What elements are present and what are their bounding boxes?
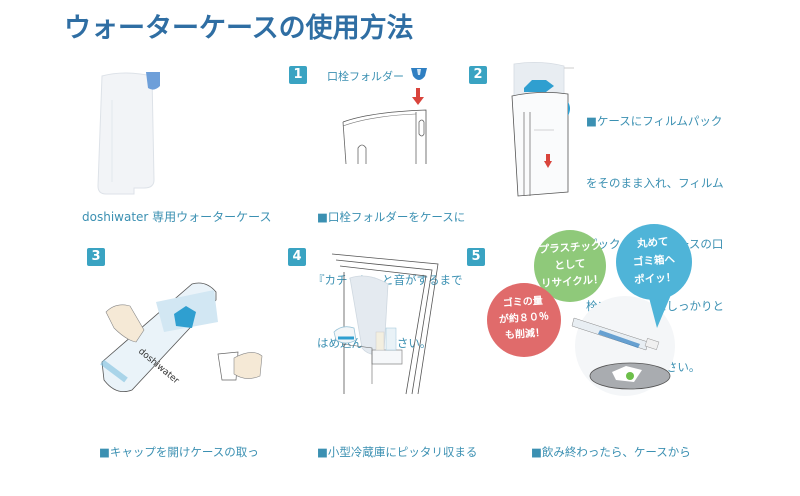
bubble-recycle-text: プラスチック として リサイクル！ bbox=[538, 239, 604, 291]
step-1-badge: 1 bbox=[289, 66, 307, 84]
product-caption: doshiwater 専用ウォーターケース bbox=[82, 210, 272, 224]
case-top-illustration bbox=[342, 109, 427, 165]
water-case-image bbox=[97, 72, 160, 195]
trash-illustration bbox=[571, 296, 675, 396]
film-pack-insert-illustration bbox=[511, 62, 574, 197]
down-arrow-icon bbox=[412, 88, 424, 105]
bubble-reduce bbox=[487, 283, 561, 357]
bubble-throw-away bbox=[616, 224, 692, 300]
fridge-illustration bbox=[331, 253, 439, 395]
step-5-badge: 5 bbox=[467, 248, 485, 266]
step-3-badge: 3 bbox=[87, 248, 105, 266]
pouring-illustration: doshiwater bbox=[100, 282, 263, 393]
step-3-text: ■キャップを開けケースの取っ 手を持って注ぎます。注ぎ終わ ったらキャップを閉め… bbox=[99, 445, 259, 459]
step-4-badge: 4 bbox=[288, 248, 306, 266]
spout-holder-label: 口栓フォルダー bbox=[327, 70, 404, 83]
step-5-text: ■飲み終わったら、ケースから フィルムパックを取り出して、 丸めてごみ箱へ。 bbox=[531, 445, 691, 459]
step-2-badge: 2 bbox=[469, 66, 487, 84]
spout-holder-icon bbox=[411, 68, 427, 80]
bubble-reduce-text: ゴミの量 が約８０％ も削減！ bbox=[498, 295, 550, 342]
bubble-throw-away-text: 丸めて ゴミ箱へ ポイッ！ bbox=[632, 235, 677, 287]
step-4-text: ■小型冷蔵庫にピッタリ収まる ので、飲みたくなったらいつで も手軽に取り出せます… bbox=[317, 445, 478, 459]
page-title: ウォーターケースの使用方法 bbox=[64, 13, 414, 44]
